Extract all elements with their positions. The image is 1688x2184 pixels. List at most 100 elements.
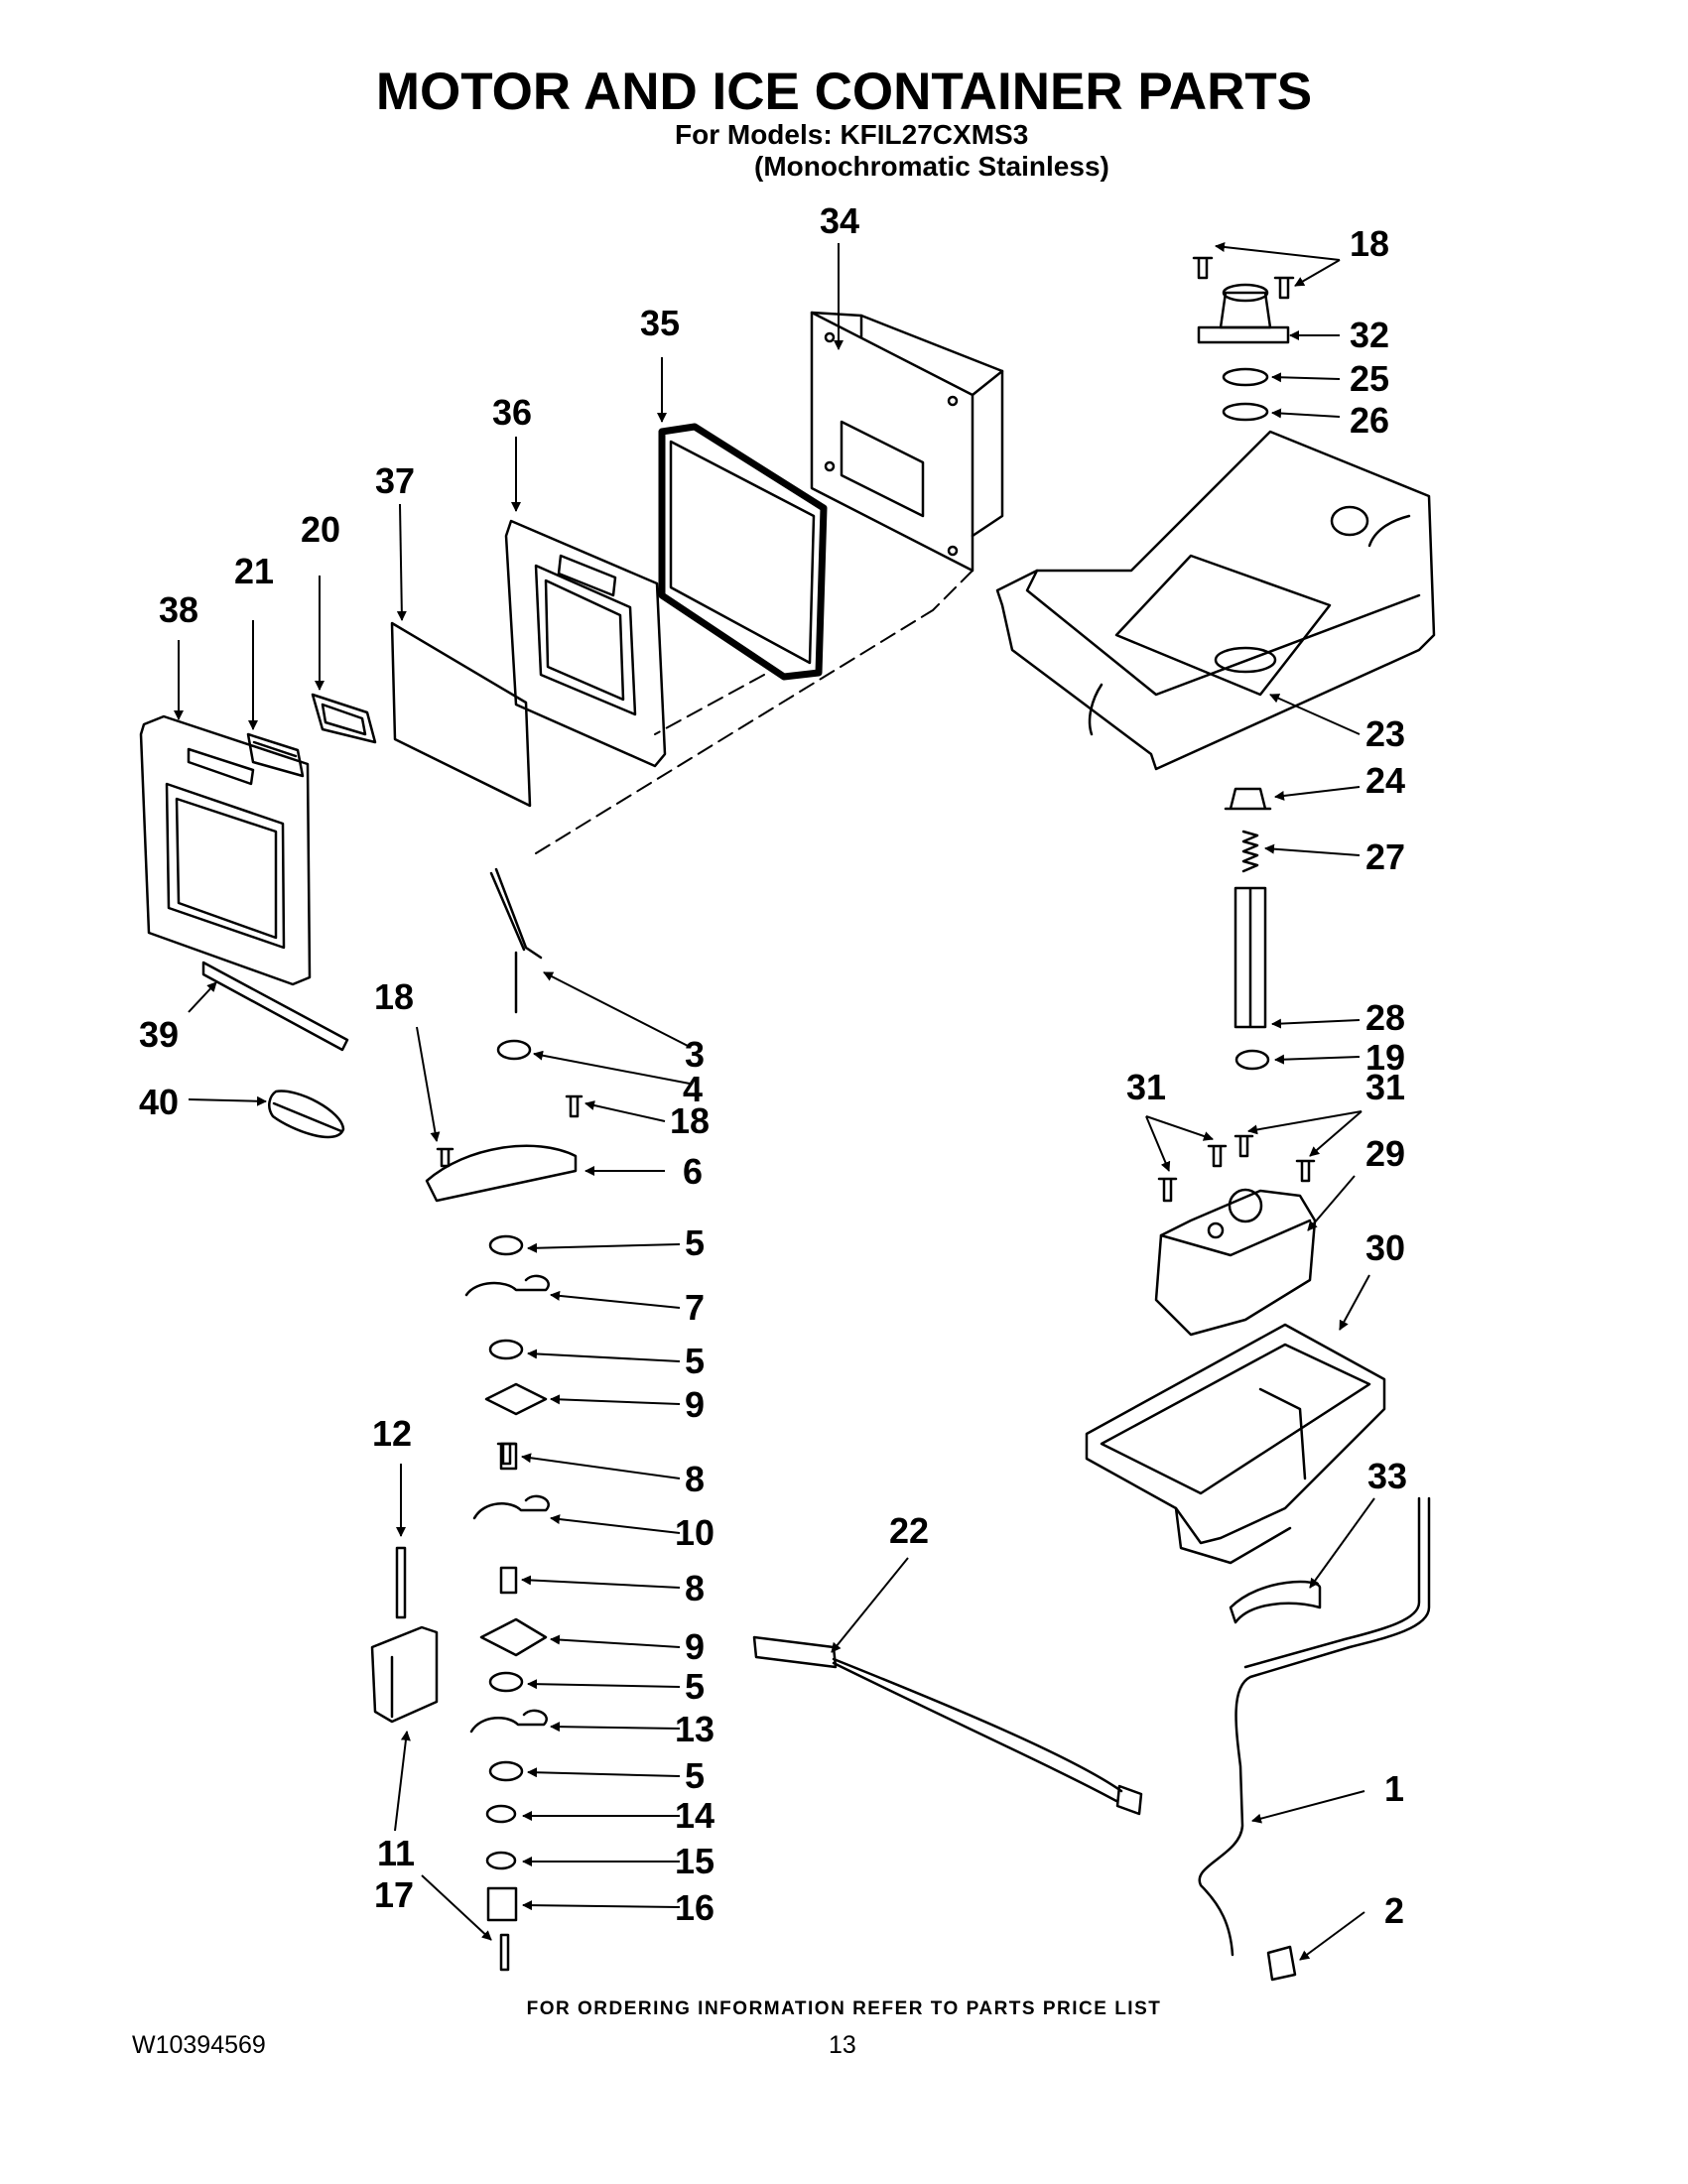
grommet-drawing [1266, 1945, 1297, 1982]
leader-37 [396, 503, 407, 621]
leader-33 [1309, 1497, 1375, 1589]
callout-number: 4 [683, 1069, 703, 1109]
crusher-stack-drawing [464, 1234, 550, 1972]
leader-1 [1251, 1790, 1365, 1824]
water-tube-inner-drawing [1243, 1496, 1421, 1669]
callout-number: 9 [685, 1626, 705, 1667]
leader-31d [1309, 1110, 1363, 1157]
callout-number: 8 [685, 1568, 705, 1608]
leader-31b [1145, 1115, 1214, 1141]
models-line: For Models: KFIL27CXMS3 [675, 119, 1029, 150]
leader-31a [1145, 1115, 1171, 1172]
leader-5c [527, 1679, 681, 1690]
callout-number: 7 [685, 1287, 705, 1328]
callout-number: 38 [159, 589, 198, 630]
callout-number: 10 [675, 1512, 714, 1553]
motor-housing-drawing [1085, 1323, 1386, 1565]
callout-number: 18 [670, 1100, 710, 1141]
leader-25 [1271, 372, 1341, 383]
leader-5a [527, 1242, 681, 1253]
callout-number: 27 [1365, 836, 1405, 877]
leader-7 [550, 1290, 681, 1309]
leader-27 [1264, 843, 1361, 856]
callout-number: 11 [377, 1833, 415, 1873]
door-hinge-drawing [246, 732, 305, 778]
ice-bucket-housing-drawing [995, 430, 1436, 771]
page-title: MOTOR AND ICE CONTAINER PARTS [375, 63, 1313, 121]
callout-number: 24 [1365, 760, 1405, 801]
callout-number: 6 [683, 1151, 703, 1192]
leader-13 [550, 1722, 681, 1733]
leader-40 [188, 1095, 267, 1106]
leader-8b [521, 1575, 681, 1589]
callout-number: 5 [685, 1341, 705, 1381]
ice-crusher-shaft-drawing [489, 867, 543, 1014]
gasket-drawing [658, 423, 828, 681]
callout-number: 34 [820, 200, 859, 241]
callout-number: 30 [1365, 1227, 1405, 1268]
callout-number: 23 [1365, 713, 1405, 754]
leader-18c [1215, 242, 1341, 261]
callout-number: 28 [1365, 997, 1405, 1038]
leader-39 [188, 981, 217, 1013]
leader-19 [1274, 1054, 1361, 1065]
ice-door-drawing [139, 714, 312, 986]
door-bracket-drawing [311, 693, 377, 744]
callout-number: 19 [1365, 1037, 1405, 1078]
callout-number: 25 [1350, 358, 1389, 399]
leader-9a [550, 1394, 681, 1405]
leader-16 [522, 1900, 681, 1911]
door-strip-drawing [201, 961, 349, 1052]
callout-number: 40 [139, 1082, 179, 1122]
callout-number: 12 [372, 1413, 412, 1454]
callout-number: 5 [685, 1222, 705, 1263]
auger-coupler-drawing [1224, 787, 1272, 811]
leader-26 [1271, 408, 1341, 419]
callout-number: 20 [301, 509, 340, 550]
leader-24 [1274, 786, 1361, 801]
auger-motor-drawing [1154, 1188, 1317, 1337]
auger-washer-drawing [1234, 1049, 1270, 1071]
callout-number: 16 [675, 1887, 714, 1928]
callout-number: 21 [234, 551, 274, 591]
insulation-panel-drawing [390, 621, 532, 808]
models-subline: (Monochromatic Stainless) [754, 151, 1109, 182]
ordering-note: FOR ORDERING INFORMATION REFER TO PARTS … [526, 1998, 1162, 2019]
inner-door-panel-drawing [504, 519, 667, 768]
callout-number: 3 [685, 1034, 705, 1075]
callout-number: 31 [1365, 1067, 1405, 1107]
callout-number: 22 [889, 1510, 929, 1551]
document-number: W10394569 [132, 2031, 266, 2059]
callout-number: 39 [139, 1014, 179, 1055]
leader-18d [1294, 259, 1341, 287]
tube-clamp-drawing [1229, 1580, 1322, 1624]
callout-number: 1 [1384, 1768, 1404, 1809]
callout-number: 14 [675, 1795, 714, 1836]
callout-number: 5 [685, 1755, 705, 1796]
callout-number: 35 [640, 303, 680, 343]
leader-4 [533, 1050, 691, 1085]
leader-11 [394, 1731, 411, 1832]
callout-number: 13 [675, 1709, 714, 1749]
callout-number: 32 [1350, 315, 1389, 355]
leader-23 [1269, 694, 1361, 735]
pin-drawing [395, 1546, 407, 1619]
leader-5b [527, 1349, 681, 1362]
callout-number: 5 [685, 1666, 705, 1707]
callout-number: 2 [1384, 1890, 1404, 1931]
page-number: 13 [829, 2031, 856, 2059]
leader-3 [543, 971, 691, 1048]
leader-18b [584, 1100, 666, 1122]
leader-30 [1339, 1274, 1370, 1331]
leader-2 [1299, 1911, 1365, 1961]
screw-drawings [436, 256, 1316, 1466]
callout-number: 18 [374, 976, 414, 1017]
callout-number: 29 [1365, 1133, 1405, 1174]
leader-5d [527, 1767, 681, 1778]
auger-spring-drawing [1241, 830, 1259, 873]
door-spring-drawing [268, 1090, 345, 1139]
leader-17 [421, 1874, 492, 1941]
crusher-block-drawing [370, 1625, 439, 1724]
leader-22 [831, 1557, 909, 1653]
leader-9b [550, 1634, 681, 1648]
